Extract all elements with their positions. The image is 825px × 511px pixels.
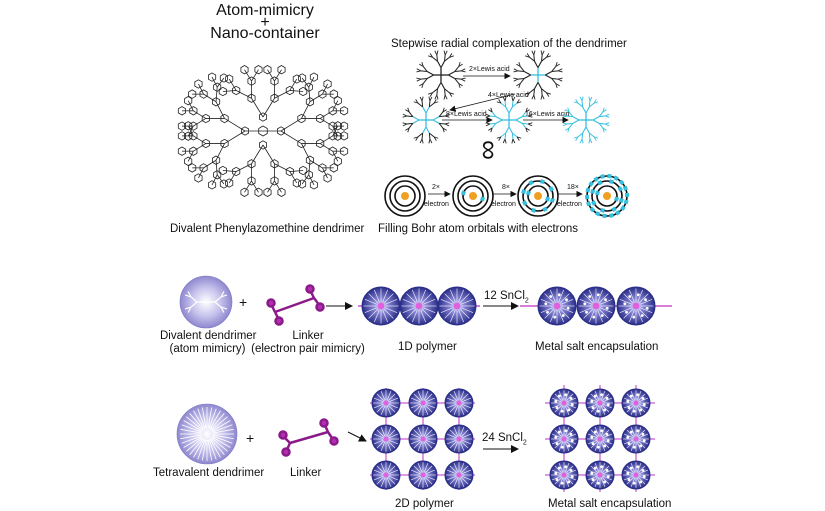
row2-plus: + xyxy=(246,430,255,446)
encapsulated-1d xyxy=(520,286,672,326)
dendrimer-caption: Divalent Phenylazomethine dendrimer xyxy=(170,223,365,235)
step-label-1: 2×Lewis acid xyxy=(469,66,510,73)
bohr-caption: Filling Bohr atom orbitals with electron… xyxy=(378,223,579,235)
encap-2-label: Metal salt encapsulation xyxy=(548,498,672,510)
linker-sublabel: (electron pair mimicry) xyxy=(251,343,365,355)
polymer-1d-label: 1D polymer xyxy=(398,341,457,353)
title-plus: + xyxy=(260,14,270,31)
bohr-step-3-count: 18× xyxy=(567,184,579,191)
divalent-sublabel: (atom mimicry) xyxy=(169,343,246,355)
divalent-label: Divalent dendrimer xyxy=(160,330,257,342)
step-label-3: 8×Lewis acid xyxy=(446,111,487,118)
phenylazomethine-dendrimer xyxy=(177,65,349,197)
linker-icon-1 xyxy=(266,284,325,326)
complexation-steps xyxy=(402,50,610,144)
bohr-step-3-unit: electron xyxy=(557,201,582,208)
polymer-2d xyxy=(370,388,475,490)
encapsulated-2d xyxy=(545,385,655,492)
reagent-12-sncl2: 12 SnCl2 xyxy=(484,290,529,305)
polymer-2d-label: 2D polymer xyxy=(395,498,454,510)
linker-label-2: Linker xyxy=(290,467,322,479)
title-nano-container: Nano-container xyxy=(210,25,320,42)
bohr-step-1-count: 2× xyxy=(432,184,440,191)
step-arrow-2 xyxy=(449,93,516,112)
tetravalent-dendrimer-icon xyxy=(176,403,238,465)
bohr-step-2-unit: electron xyxy=(491,201,516,208)
row1-plus: + xyxy=(239,294,248,310)
step-label-4: 16×Lewis acid xyxy=(525,111,570,118)
bohr-atoms xyxy=(384,173,630,219)
bohr-step-1-unit: electron xyxy=(424,201,449,208)
linker-icon-2 xyxy=(278,418,339,457)
reagent-24-sncl2: 24 SnCl2 xyxy=(482,432,527,447)
bohr-step-2-count: 8× xyxy=(502,184,510,191)
row2-arrow-1 xyxy=(347,431,367,442)
linker-label: Linker xyxy=(292,330,324,342)
tetravalent-label: Tetravalent dendrimer xyxy=(153,467,265,479)
title-atom-mimicry: Atom-mimicry xyxy=(216,2,314,19)
complexation-title: Stepwise radial complexation of the dend… xyxy=(391,38,627,50)
encap-1-label: Metal salt encapsulation xyxy=(535,341,659,353)
polymer-1d xyxy=(358,286,480,326)
